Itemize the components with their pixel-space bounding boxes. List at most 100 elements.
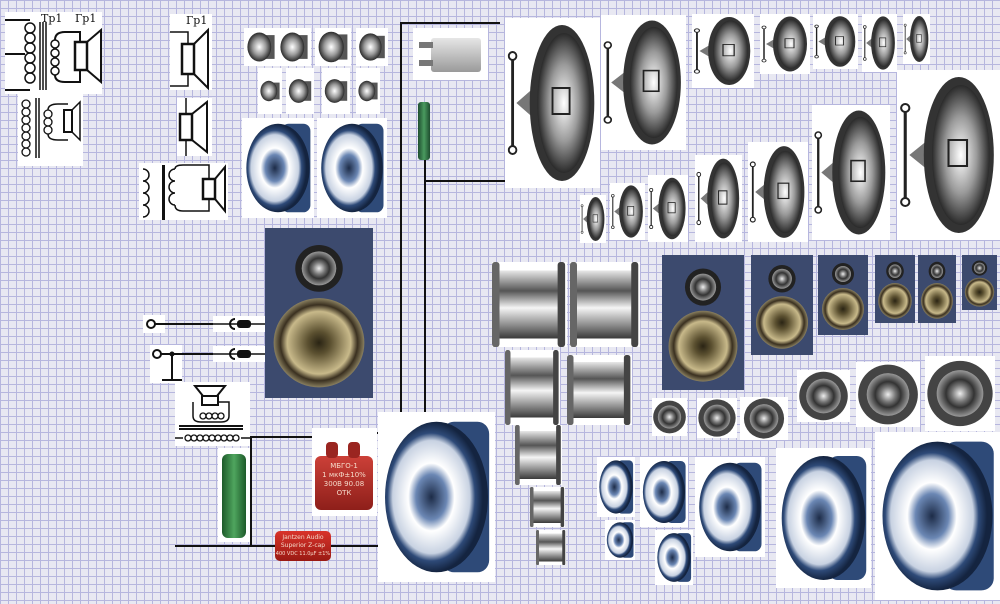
inductor-spool (492, 262, 567, 347)
inductor-spool-icon (567, 355, 631, 425)
woofer-driver (748, 142, 808, 242)
speaker-label-2: Гр1 (186, 14, 208, 27)
small-speaker (244, 28, 278, 66)
woofer-driver (580, 195, 606, 243)
horn-tweeter (695, 457, 765, 557)
transformer-schematic-icon (21, 98, 81, 158)
dome-tweeter (697, 398, 737, 438)
bookshelf-speaker-icon (875, 255, 915, 323)
woofer-driver (903, 14, 930, 64)
small-speaker-icon (247, 32, 275, 62)
horn-tweeter (242, 118, 314, 218)
bookshelf-speaker (751, 255, 813, 355)
woofer-icon (611, 185, 643, 238)
dome-tweeter (856, 362, 920, 427)
small-speaker-icon (318, 31, 348, 63)
resistor-top (415, 98, 433, 164)
small-speaker-icon (359, 33, 385, 61)
bookshelf-speaker-icon (918, 255, 956, 323)
wirewound-resistor (218, 448, 250, 542)
dome-tweeter (797, 370, 850, 422)
small-speaker (315, 28, 351, 66)
horn-tweeter (655, 530, 693, 585)
woofer-driver (695, 155, 742, 242)
woofer-driver (648, 175, 688, 242)
woofer-driver (692, 14, 754, 88)
rca-plug-1 (213, 316, 265, 332)
dome-tweeter-icon (799, 371, 848, 421)
cap-label-line: МБГО-1 (330, 462, 358, 470)
film-cap-rating: 400 VDC 11.0µF ±1% (275, 551, 331, 557)
transformer-speaker-schematic: Тр1 Гр1 (5, 12, 102, 94)
woofer-driver (862, 14, 897, 72)
woofer-icon (749, 146, 805, 238)
wire (250, 436, 252, 546)
woofer-icon (814, 110, 886, 235)
woofer-icon (580, 196, 605, 242)
horn-tweeter (640, 457, 688, 527)
inductor-spool-icon (515, 425, 561, 485)
tweeter-icon (781, 456, 867, 580)
inductor-spool (567, 355, 632, 425)
dome-tweeter-icon (698, 399, 736, 437)
tweeter-icon (699, 462, 762, 552)
horn-tweeter (317, 118, 387, 218)
cap-label-line: 300В 90.08 (323, 480, 365, 488)
horn-tweeter (776, 448, 871, 588)
small-speaker-icon (288, 79, 312, 103)
dome-tweeter-icon (653, 400, 686, 434)
tweeter-icon (642, 461, 686, 523)
transformer-schematic-icon (142, 164, 226, 220)
woofer-icon (900, 77, 994, 233)
small-speaker (356, 28, 388, 66)
tweeter-icon (385, 421, 490, 573)
tweeter-icon (606, 522, 634, 558)
woofer-driver (760, 14, 810, 74)
bookshelf-speaker (818, 255, 868, 335)
horn-tweeter (605, 520, 635, 560)
cap-label-line: 1 мкФ±10% (322, 471, 366, 479)
transformer-schematic-icon (175, 385, 250, 442)
woofer-icon (603, 20, 681, 145)
bookshelf-speaker-icon (962, 255, 997, 310)
rca-plug-2 (213, 346, 265, 362)
woofer-icon (761, 16, 807, 72)
wire (400, 22, 402, 434)
woofer-icon (507, 25, 595, 181)
film-cap-series: Superior Z-cap (280, 542, 326, 549)
inductor-spool-icon (536, 530, 566, 565)
speaker-schematic: Гр1 (170, 14, 212, 90)
inductor-spool-icon (530, 487, 565, 527)
dome-tweeter-icon (927, 360, 993, 427)
transformer-speaker-schematic-3 (139, 163, 228, 220)
film-cap-brand: Jantzen Audio (282, 534, 324, 541)
tweeter-icon (599, 460, 634, 514)
inductor-spool (530, 487, 565, 527)
bookshelf-speaker-icon (751, 255, 813, 355)
woofer-icon (649, 177, 686, 240)
wire (424, 150, 426, 550)
woofer-driver (610, 183, 645, 240)
tweeter-icon (657, 533, 692, 582)
inductor-spool (505, 350, 560, 425)
horn-tweeter (597, 457, 635, 517)
dome-tweeter (740, 397, 788, 440)
bookshelf-speaker (662, 255, 744, 390)
paper-capacitor (413, 28, 488, 80)
small-speaker (258, 68, 282, 114)
small-speaker (356, 68, 380, 114)
transformer-label: Тр1 (41, 12, 63, 25)
inductor-spool (515, 425, 562, 485)
tweeter-icon (246, 123, 311, 213)
speaker-symbol-icon (170, 27, 209, 90)
cap-label-line: ОТК (336, 489, 352, 497)
woofer-icon (863, 16, 895, 70)
film-capacitor: Jantzen Audio Superior Z-cap 400 VDC 11.… (263, 528, 345, 564)
woofer-driver (601, 15, 686, 150)
wire (250, 436, 340, 438)
wire (400, 22, 500, 24)
bookshelf-speaker (875, 255, 915, 323)
woofer-driver (505, 18, 600, 188)
output-transformer-schematic (175, 382, 250, 446)
inductor-spool-icon (505, 350, 559, 425)
